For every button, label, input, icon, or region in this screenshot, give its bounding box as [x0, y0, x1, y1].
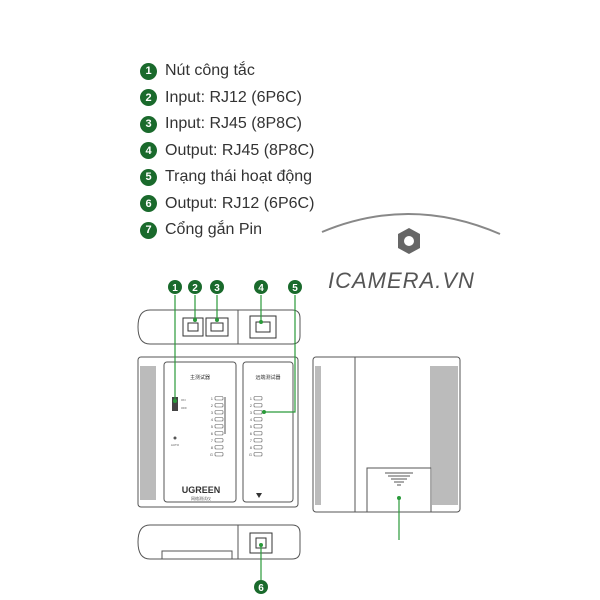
main-led: [214, 417, 224, 422]
main-led-number: 6: [211, 431, 214, 436]
number-badge: 2: [140, 89, 157, 107]
svg-text:2: 2: [192, 283, 198, 294]
remote-panel-title: 远端测试器: [255, 374, 280, 381]
auto-indicator: [173, 436, 177, 440]
remote-led: [253, 403, 263, 408]
remote-led-column: 1 2 3 4 5 6 7 8G: [249, 396, 263, 457]
main-led-number: 2: [211, 403, 214, 408]
svg-text:3: 3: [214, 283, 220, 294]
callout-1: 1: [168, 280, 182, 294]
legend-item: 1 Nút công tắc: [140, 58, 314, 85]
main-led: [214, 396, 224, 401]
svg-text:ON: ON: [181, 398, 186, 402]
remote-led: [253, 417, 263, 422]
callout-2: 2: [188, 280, 202, 294]
remote-led: [253, 438, 263, 443]
main-led-number: G: [210, 452, 213, 457]
main-panel-title: 主测试器: [190, 374, 210, 381]
legend-text: Output: RJ45 (8P8C): [165, 141, 315, 159]
callout-3: 3: [210, 280, 224, 294]
remote-led: [253, 410, 263, 415]
remote-led: [253, 424, 263, 429]
power-switch: [172, 397, 178, 411]
rj12-input-port: [182, 317, 204, 337]
svg-text:4: 4: [258, 283, 264, 294]
remote-led-number: G: [249, 452, 252, 457]
legend-item: 5 Trạng thái hoạt động: [140, 164, 314, 191]
back-unit: [312, 356, 461, 540]
main-led: [214, 410, 224, 415]
arrow-down-icon: [256, 493, 262, 498]
legend-item: 6 Output: RJ12 (6P6C): [140, 191, 314, 218]
remote-led: [253, 452, 263, 457]
remote-led-number: 5: [250, 424, 253, 429]
watermark-text: ICAMERA.VN: [328, 268, 475, 293]
legend-text: Trạng thái hoạt động: [165, 168, 313, 186]
main-led: [214, 424, 224, 429]
watermark: [321, 213, 501, 254]
legend-list: 1 Nút công tắc 2 Input: RJ12 (6P6C) 3 Input: …: [140, 58, 314, 244]
number-badge: 3: [140, 115, 157, 133]
main-led: [214, 438, 224, 443]
main-led-column: 1 2 3 4 5 6 7 8G: [210, 396, 224, 457]
callout-5: 5: [288, 280, 302, 294]
legend-item: 2 Input: RJ12 (6P6C): [140, 85, 314, 112]
remote-led: [253, 396, 263, 401]
left-vent: [140, 366, 156, 500]
svg-text:网络测试仪: 网络测试仪: [191, 495, 211, 501]
top-module: [137, 309, 301, 345]
remote-led-number: 6: [250, 431, 253, 436]
number-badge: 1: [140, 62, 157, 80]
legend-text: Input: RJ45 (8P8C): [165, 115, 302, 133]
svg-text:AUTO: AUTO: [171, 443, 180, 447]
remote-led-number: 3: [250, 410, 253, 415]
bottom-module: [137, 524, 301, 560]
legend-text: Input: RJ12 (6P6C): [165, 88, 302, 106]
legend-item: 7 Cổng gắn Pin: [140, 217, 314, 244]
remote-led: [253, 445, 263, 450]
main-led-number: 3: [211, 410, 214, 415]
remote-led-number: 2: [250, 403, 253, 408]
callout-4: 4: [254, 280, 268, 294]
svg-text:5: 5: [292, 283, 298, 294]
number-badge: 7: [140, 221, 157, 239]
legend-item: 3 Input: RJ45 (8P8C): [140, 111, 314, 138]
leader-lines: [173, 295, 296, 580]
brand-logo: UGREEN: [182, 485, 221, 495]
main-led: [214, 403, 224, 408]
legend-text: Output: RJ12 (6P6C): [165, 194, 315, 212]
main-led: [214, 452, 224, 457]
svg-text:6: 6: [258, 583, 264, 594]
remote-led-number: 8: [250, 445, 253, 450]
main-led-number: 8: [211, 445, 214, 450]
callout-6: 6: [254, 580, 268, 594]
remote-led-number: 4: [250, 417, 253, 422]
remote-led-number: 7: [250, 438, 253, 443]
number-badge: 4: [140, 142, 157, 160]
legend-item: 4 Output: RJ45 (8P8C): [140, 138, 314, 165]
svg-text:1: 1: [172, 283, 178, 294]
back-right-vent: [430, 366, 458, 505]
remote-led-number: 1: [250, 396, 253, 401]
svg-text:OFF: OFF: [181, 406, 187, 410]
back-left-vent: [315, 366, 321, 505]
rj45-output-port: [249, 315, 277, 339]
main-led-number: 4: [211, 417, 214, 422]
number-badge: 5: [140, 168, 157, 186]
main-led-number: 7: [211, 438, 214, 443]
main-led-number: 5: [211, 424, 214, 429]
main-led-number: 1: [211, 396, 214, 401]
remote-led: [253, 431, 263, 436]
main-led: [214, 431, 224, 436]
legend-text: Nút công tắc: [165, 62, 255, 80]
number-badge: 6: [140, 195, 157, 213]
legend-text: Cổng gắn Pin: [165, 221, 262, 239]
main-led: [214, 445, 224, 450]
